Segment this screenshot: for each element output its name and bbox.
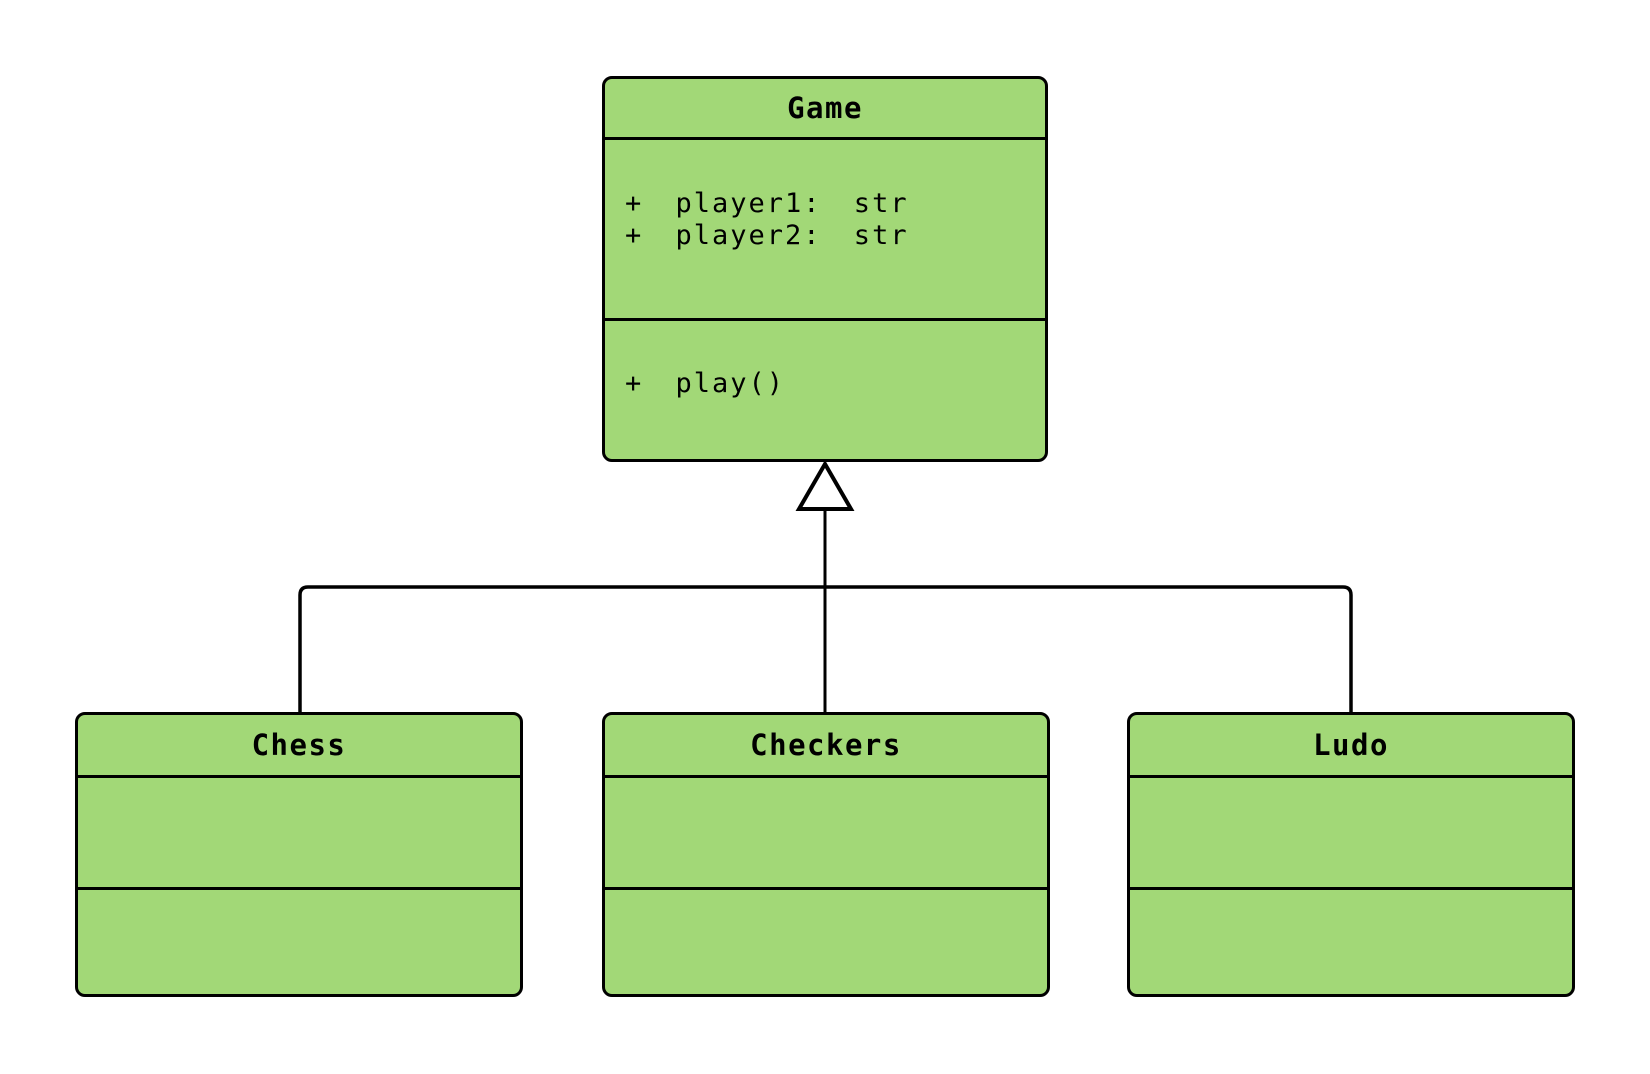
attribute-player2: + player2: str: [625, 220, 909, 251]
class-title-game: Game: [787, 91, 863, 125]
class-methods-chess: [78, 887, 520, 994]
class-methods-game: + play(): [605, 318, 1045, 459]
class-title-ludo: Ludo: [1313, 728, 1389, 762]
connector-line-chess: [298, 585, 825, 713]
class-methods-checkers: [605, 887, 1047, 994]
class-box-checkers: Checkers: [602, 712, 1050, 997]
class-attributes-ludo: [1130, 775, 1572, 887]
class-box-game: Game + player1: str + player2: str + pla…: [602, 76, 1048, 462]
class-title-checkers: Checkers: [750, 728, 902, 762]
class-attributes-checkers: [605, 775, 1047, 887]
class-attributes-chess: [78, 775, 520, 887]
class-box-chess: Chess: [75, 712, 523, 997]
connector-line-ludo: [825, 585, 1353, 713]
method-play: + play(): [625, 368, 786, 399]
class-title-chess: Chess: [251, 728, 347, 762]
class-attributes-game: + player1: str + player2: str: [605, 137, 1045, 318]
attribute-player1: + player1: str: [625, 188, 909, 219]
class-methods-ludo: [1130, 887, 1572, 994]
inheritance-arrow-icon: [795, 460, 855, 511]
class-box-ludo: Ludo: [1127, 712, 1575, 997]
